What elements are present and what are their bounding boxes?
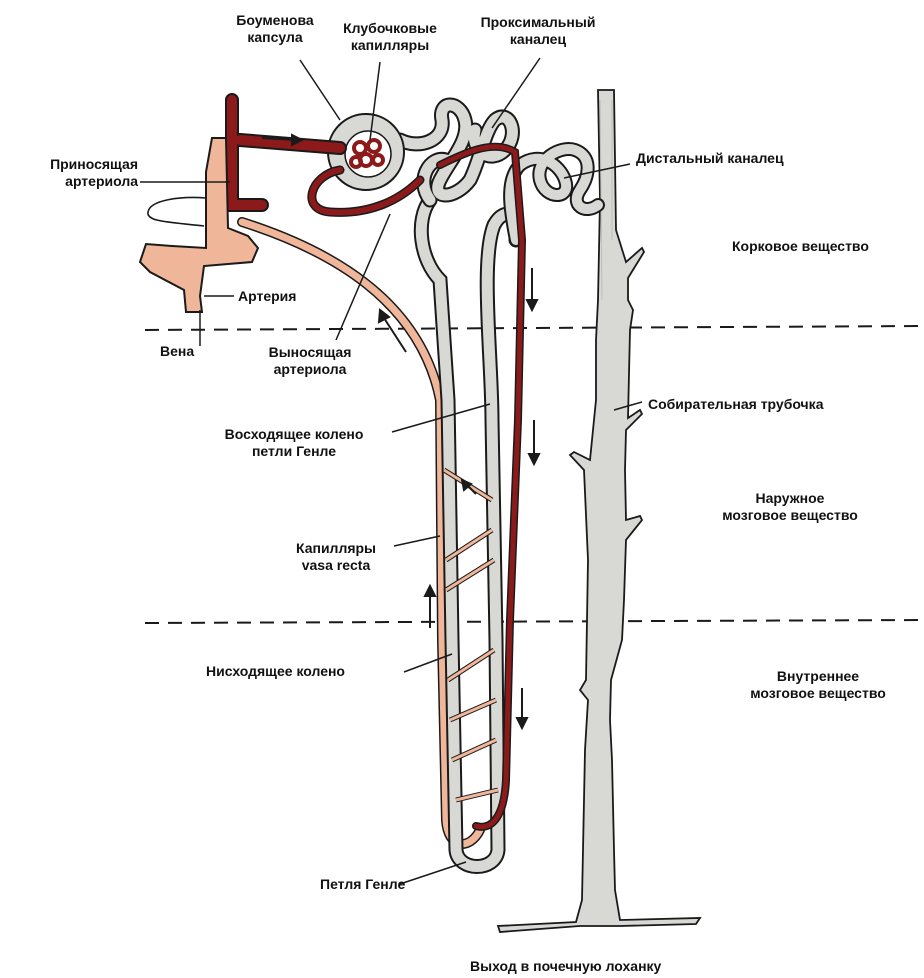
label-afferent-arteriole: Приносящая артериола (10, 156, 138, 190)
afferent-arteriole-vessel (232, 100, 522, 827)
label-bowman-capsule: Боуменова капсула (215, 12, 335, 46)
collecting-duct (498, 90, 700, 932)
label-cortex: Корковое вещество (732, 238, 869, 255)
label-exit-pelvis: Выход в почечную лоханку (470, 958, 661, 975)
label-vasa-recta: Капилляры vasa recta (276, 540, 396, 574)
label-efferent-arteriole: Выносящая артериола (250, 344, 370, 378)
label-inner-medulla: Внутреннее мозговое вещество (728, 668, 908, 702)
label-vein: Вена (160, 343, 194, 360)
label-descending-limb: Нисходящее колено (206, 663, 345, 680)
outer-inner-medulla-boundary (145, 620, 924, 623)
cortex-medulla-boundary (145, 326, 924, 330)
label-ascending-limb: Восходящее колено петли Генле (196, 426, 392, 460)
label-proximal-tubule: Проксимальный каналец (468, 14, 608, 48)
label-collecting-duct: Собирательная трубочка (648, 396, 823, 413)
label-distal-tubule: Дистальный каналец (636, 150, 784, 167)
label-artery: Артерия (238, 288, 296, 305)
label-outer-medulla: Наружное мозговое вещество (700, 490, 880, 524)
label-loop-of-henle: Петля Генле (320, 876, 405, 893)
label-glomerular-capillaries: Клубочковые капилляры (330, 20, 450, 54)
